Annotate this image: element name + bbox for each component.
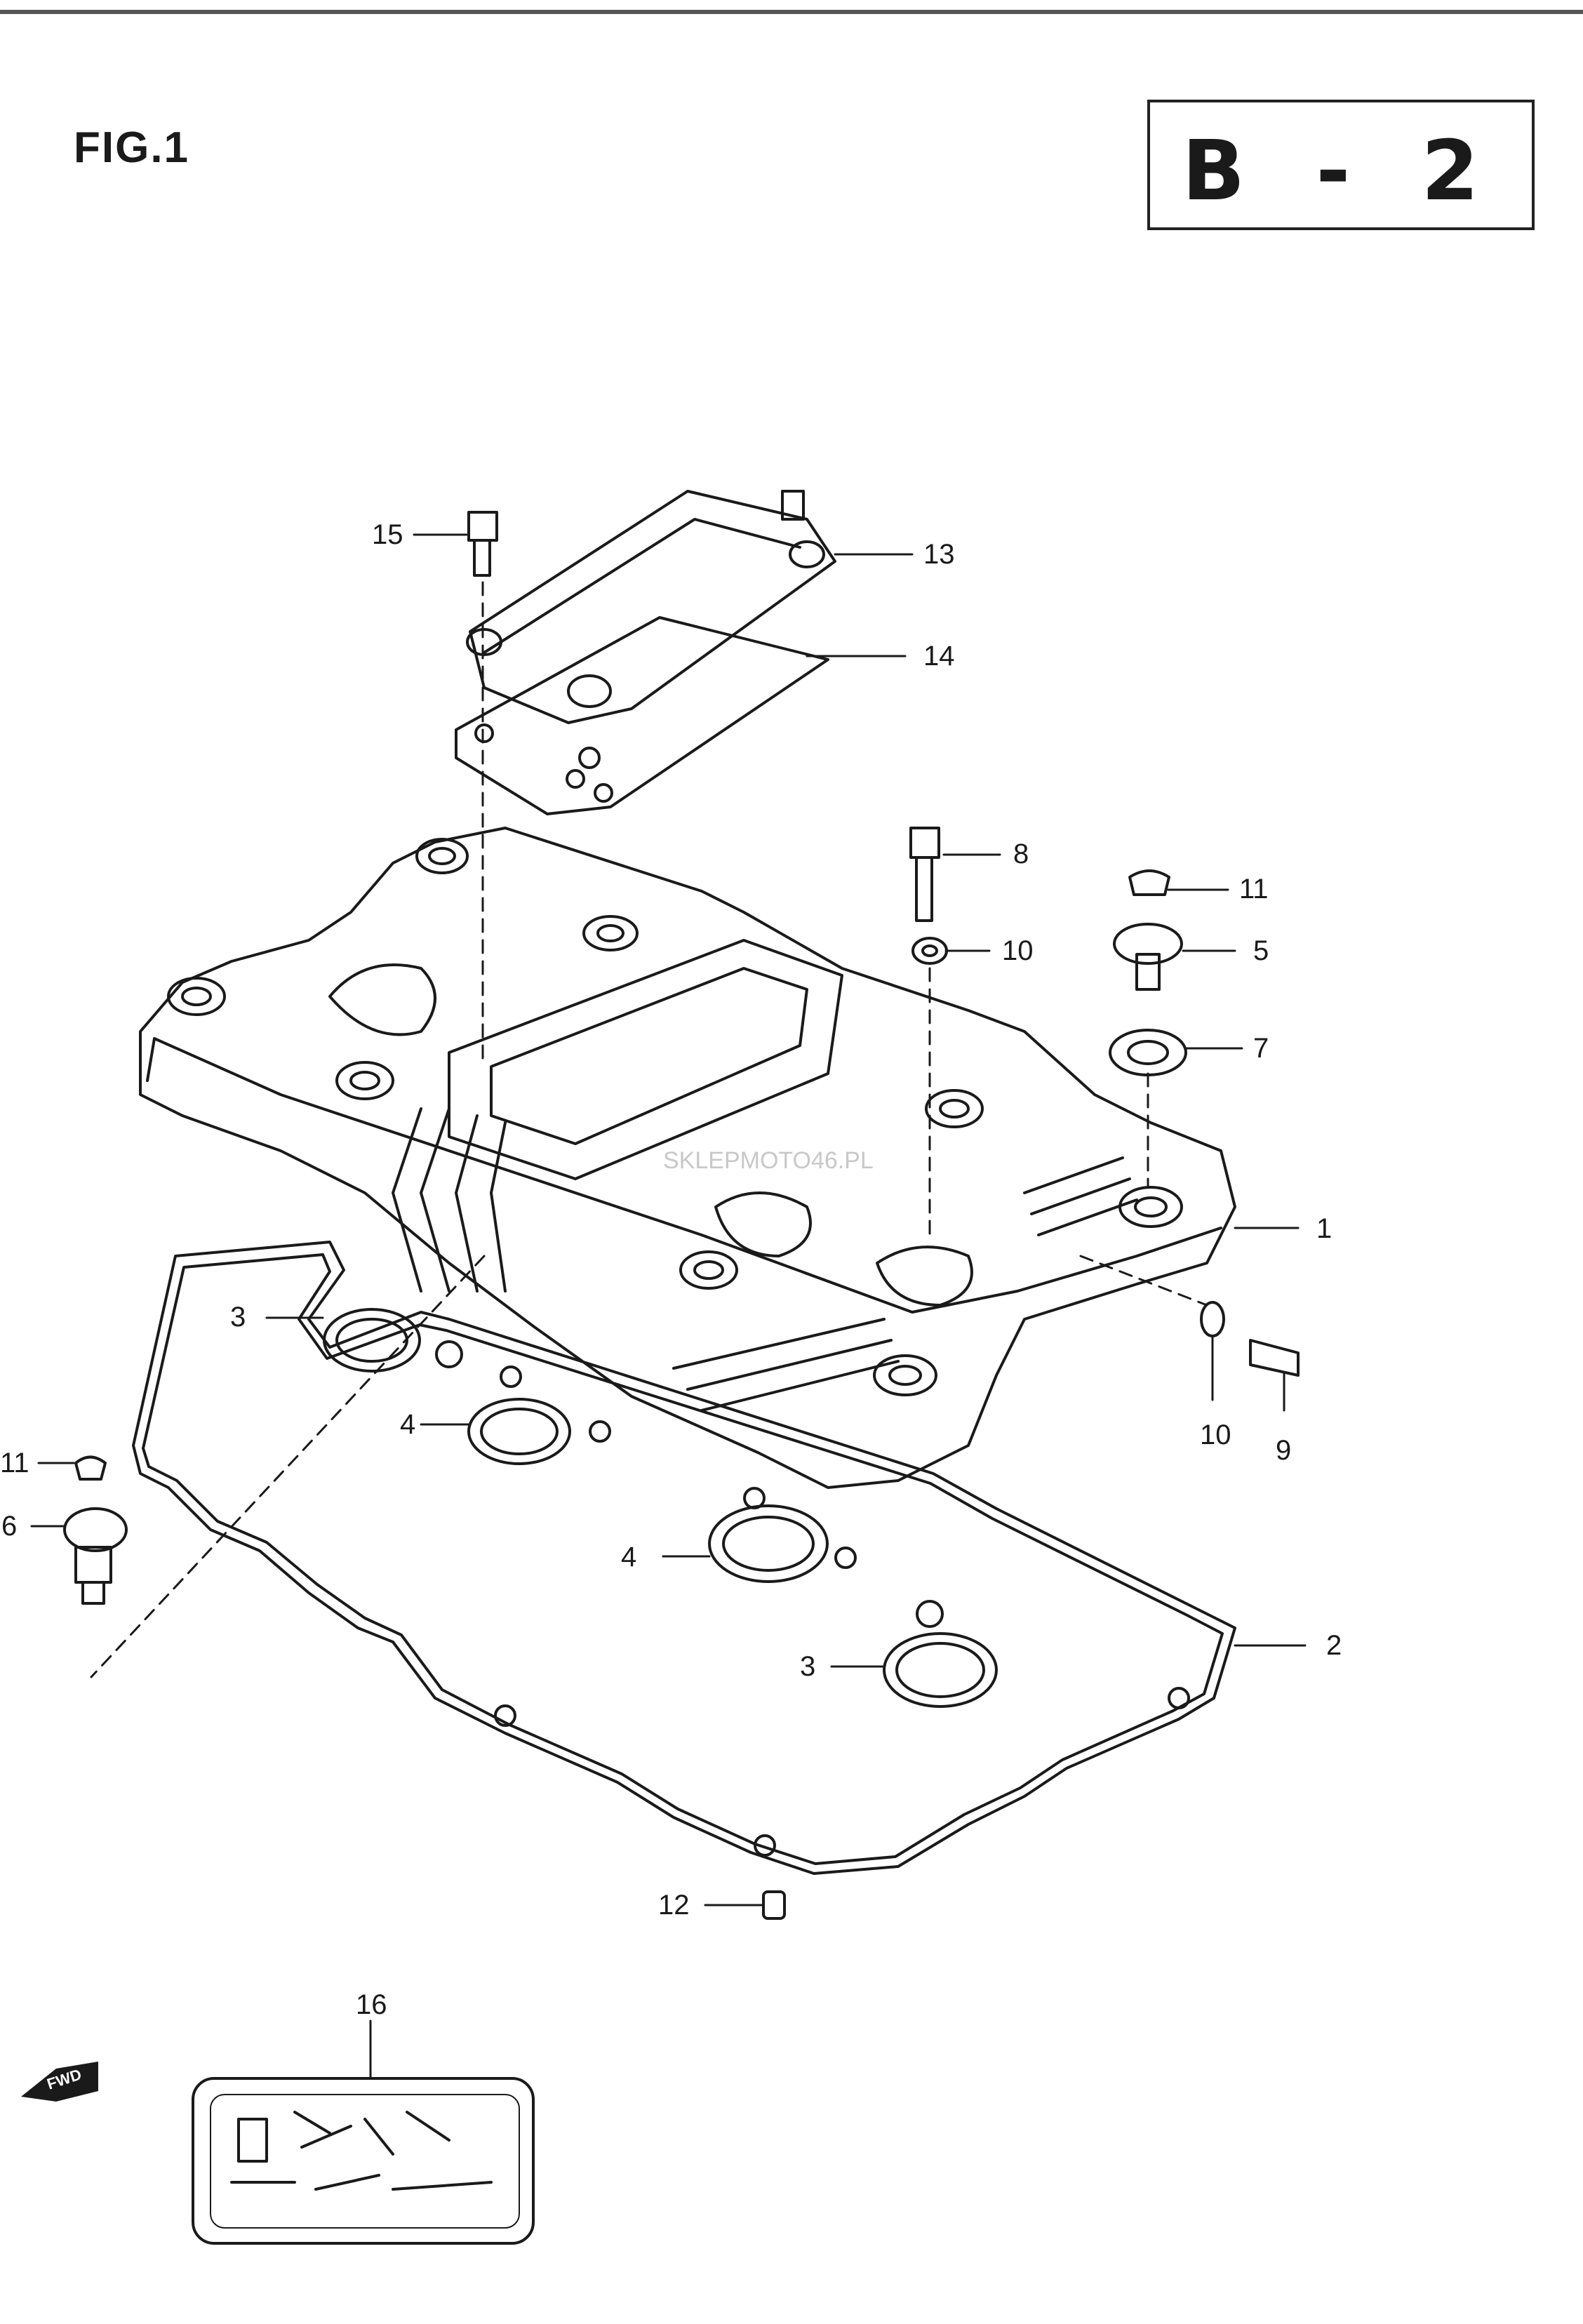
callout-12: 12 xyxy=(658,1890,690,1921)
callout-3-upper: 3 xyxy=(230,1302,246,1333)
callout-4-lower: 4 xyxy=(621,1542,636,1572)
callout-6: 6 xyxy=(1,1511,17,1542)
callout-2: 2 xyxy=(1326,1630,1342,1661)
callout-11-upper: 11 xyxy=(1239,874,1269,904)
callout-5: 5 xyxy=(1253,935,1269,966)
gasket-4-upper xyxy=(467,1365,611,1465)
cap-11-upper xyxy=(1128,869,1170,896)
callout-16: 16 xyxy=(356,1989,387,2020)
watermark: SKLEPMOTO46.PL xyxy=(663,1147,874,1174)
plug-5 xyxy=(1113,923,1183,991)
dowel-12 xyxy=(762,1890,786,1920)
breather-cover xyxy=(466,490,836,724)
bolt-15 xyxy=(467,511,498,577)
washer-10-lower xyxy=(1200,1301,1225,1337)
page-code-box: B - 2 xyxy=(1147,100,1535,230)
callout-11-left: 11 xyxy=(0,1448,29,1478)
callout-4-upper: 4 xyxy=(400,1409,415,1440)
callout-10-upper: 10 xyxy=(1002,935,1034,966)
seal-7 xyxy=(1109,1029,1187,1076)
callout-14: 14 xyxy=(923,641,955,672)
figure-label: FIG.1 xyxy=(74,123,190,172)
bolt-9 xyxy=(1249,1339,1300,1377)
callout-15: 15 xyxy=(372,519,403,550)
callout-1: 1 xyxy=(1316,1213,1332,1244)
cylinder-head-cover-gasket xyxy=(132,1241,1236,1875)
top-border-line xyxy=(0,10,1583,14)
cap-11-left xyxy=(74,1455,107,1481)
cylinder-head-cover xyxy=(139,827,1236,1489)
gasket-4-lower xyxy=(708,1487,857,1583)
washer-10-upper xyxy=(911,937,948,965)
breather-gasket xyxy=(455,616,829,815)
caution-label-16 xyxy=(192,2077,535,2245)
o-ring-3-lower xyxy=(883,1600,998,1708)
page-code: B - 2 xyxy=(1182,122,1500,219)
fwd-arrow-icon xyxy=(21,2062,98,2102)
callout-3-lower: 3 xyxy=(800,1651,815,1682)
callout-9: 9 xyxy=(1276,1435,1291,1466)
bolt-6 xyxy=(63,1507,128,1605)
callout-7: 7 xyxy=(1253,1033,1269,1064)
callout-13: 13 xyxy=(923,539,955,570)
callout-8: 8 xyxy=(1013,839,1029,869)
callout-10-lower: 10 xyxy=(1200,1420,1231,1450)
bolt-8 xyxy=(909,827,940,922)
